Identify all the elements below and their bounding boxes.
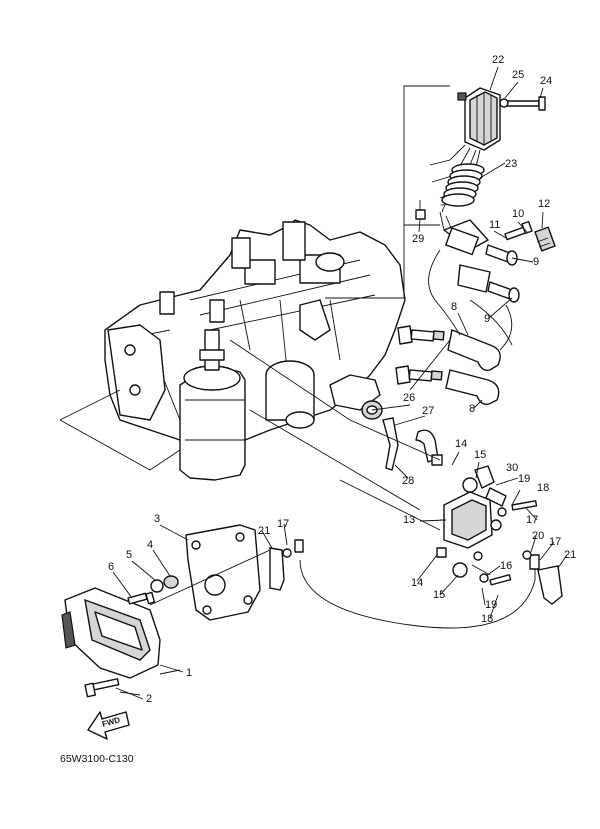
callout: 8: [469, 403, 475, 415]
callout: 15: [474, 449, 486, 461]
callout: 27: [422, 405, 434, 417]
callout: 19: [485, 599, 497, 611]
fwd-arrow-icon: FWD: [87, 711, 130, 740]
lead-connectors: [269, 539, 563, 629]
callout: 11: [489, 219, 500, 231]
callout: 2: [146, 693, 152, 705]
callout: 26: [403, 392, 415, 404]
callout: 5: [126, 549, 132, 561]
callout: 24: [540, 75, 552, 87]
mounting-plate-3: [185, 524, 261, 621]
spark-plug-lower: [395, 365, 443, 385]
callout: 17: [526, 514, 538, 526]
callout: 1: [186, 667, 192, 679]
thermostat-parts: [361, 400, 443, 471]
coil-spring: [441, 163, 485, 207]
callout: 21: [258, 525, 270, 537]
callout: 16: [500, 560, 512, 572]
callout: 13: [403, 514, 415, 526]
callout: 30: [506, 462, 518, 474]
callout: 7: [440, 203, 446, 215]
callout: 28: [402, 475, 414, 487]
callout: 29: [412, 233, 424, 245]
callout: 18: [537, 482, 549, 494]
callout: 14: [455, 438, 467, 450]
callout: 23: [505, 158, 517, 170]
callout: 20: [532, 530, 544, 542]
leader-lines: [59, 211, 491, 696]
callout: 19: [518, 473, 530, 485]
fasteners-2-4-5-6: [84, 575, 179, 698]
callout: 14: [411, 577, 423, 589]
callout: 3: [154, 513, 160, 525]
callout: 9: [533, 256, 539, 268]
callout: 25: [512, 69, 524, 81]
callout: 9: [484, 313, 490, 325]
callout: 21: [564, 549, 576, 561]
engine-block: [104, 219, 445, 481]
callout: 8: [451, 301, 457, 313]
callout: 17: [277, 518, 289, 530]
callout: 10: [512, 208, 524, 220]
callout-labels: 1 2 3 4 5 6 7 8 8 9 9 10 11 12 13 14 14 …: [108, 54, 576, 705]
callout: 6: [108, 561, 114, 573]
spark-plug-upper: [397, 325, 445, 345]
relay-assembly: [436, 465, 538, 586]
callout: 22: [492, 54, 504, 66]
cdi-unit-1: [61, 587, 161, 679]
callout: 4: [147, 539, 153, 551]
catalog-code: 65W3100-C130: [60, 753, 134, 765]
callout-leaders: [112, 66, 568, 700]
callout: 18: [481, 613, 493, 625]
callout: 12: [538, 198, 550, 210]
